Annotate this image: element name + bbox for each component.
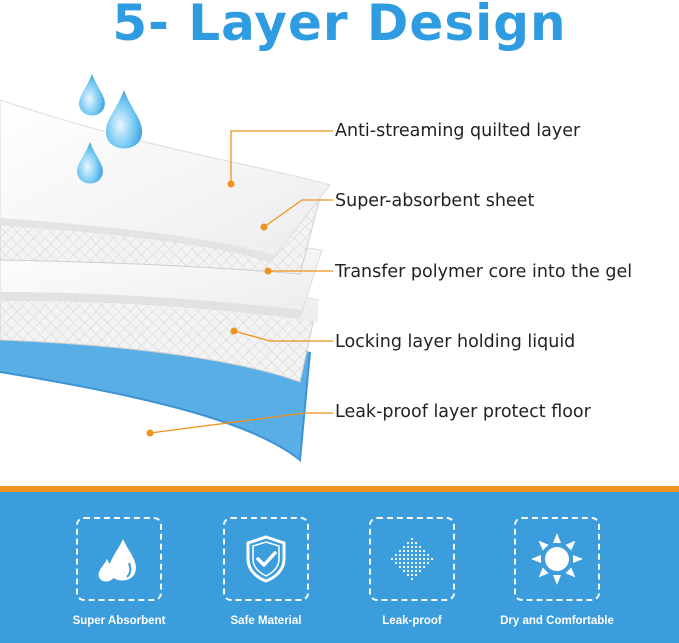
feature-icon-frame xyxy=(369,517,455,601)
leader-dot xyxy=(227,180,235,188)
layers-illustration xyxy=(0,74,333,462)
sun-icon xyxy=(531,533,583,585)
layer-label-2: Super-absorbent sheet xyxy=(335,191,535,211)
layer-label-4: Locking layer holding liquid xyxy=(335,332,576,352)
feature-leak-proof: Leak-proof xyxy=(342,517,482,627)
feature-label: Safe Material xyxy=(230,615,302,627)
layer-label-3: Transfer polymer core into the gel xyxy=(335,262,633,282)
feature-icon-frame xyxy=(76,517,162,601)
feature-icon-frame xyxy=(223,517,309,601)
layer-label-5: Leak-proof layer protect floor xyxy=(335,402,591,422)
leader-dot xyxy=(264,267,272,275)
water-drop-icon xyxy=(105,90,143,149)
mesh-diamond-icon xyxy=(390,537,434,581)
feature-dry-comfortable: Dry and Comfortable xyxy=(487,517,627,627)
feature-safe-material: Safe Material xyxy=(196,517,336,627)
layer-label-1: Anti-streaming quilted layer xyxy=(335,121,581,141)
feature-label: Leak-proof xyxy=(382,615,442,627)
feature-icon-frame xyxy=(514,517,600,601)
leader-dot xyxy=(260,223,268,231)
feature-label: Dry and Comfortable xyxy=(500,615,614,627)
feature-super-absorbent: Super Absorbent xyxy=(49,517,189,627)
water-drop-icon xyxy=(79,74,105,116)
feature-label: Super Absorbent xyxy=(72,615,166,627)
water-drops-icon xyxy=(98,539,136,582)
shield-check-icon xyxy=(246,535,286,583)
water-drop-icon xyxy=(77,142,103,184)
leader-dot xyxy=(230,327,238,335)
divider-bar xyxy=(0,486,679,492)
page-title: 5- Layer Design xyxy=(112,0,567,52)
leader-dot xyxy=(146,429,154,437)
